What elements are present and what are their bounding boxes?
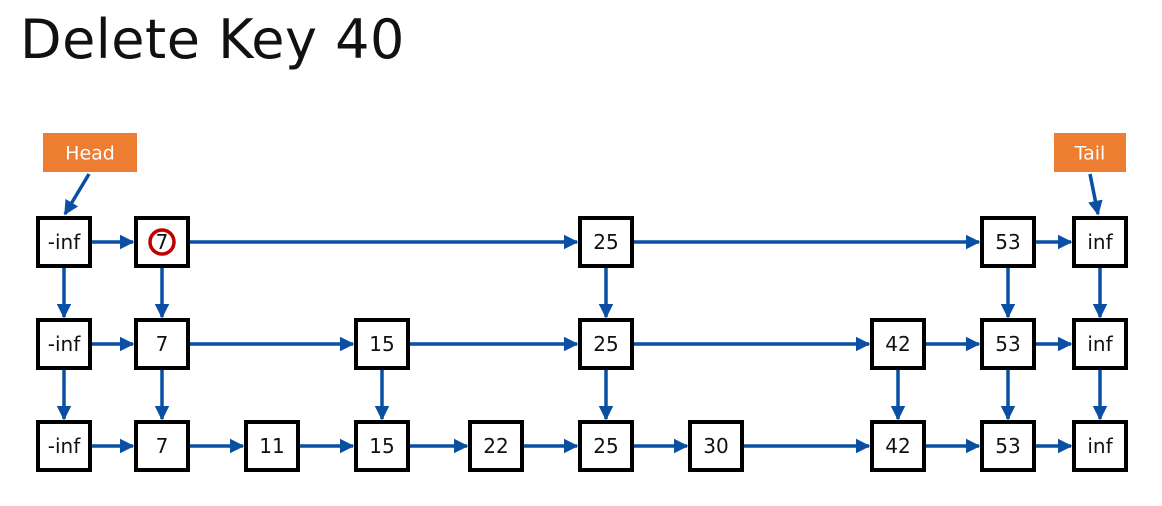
skip-list-node: 25 — [578, 420, 634, 472]
node-key: 11 — [259, 434, 284, 458]
node-key: 22 — [483, 434, 508, 458]
node-key: 7 — [156, 230, 169, 254]
skip-list-node: -inf — [36, 216, 92, 268]
skip-list-node: inf — [1072, 318, 1128, 370]
head-pointer — [63, 173, 91, 216]
skip-list-node: 53 — [980, 420, 1036, 472]
skip-list-node: -inf — [36, 420, 92, 472]
node-key: 25 — [593, 332, 618, 356]
node-key: 42 — [885, 332, 910, 356]
skip-list-node: 42 — [870, 420, 926, 472]
skip-list-node: 15 — [354, 420, 410, 472]
node-key: 25 — [593, 230, 618, 254]
node-key: 53 — [995, 434, 1020, 458]
skip-list-node: 7 — [134, 420, 190, 472]
node-key: -inf — [48, 434, 81, 458]
head-label-text: Head — [65, 143, 115, 165]
node-key: 25 — [593, 434, 618, 458]
skip-list-node: 15 — [354, 318, 410, 370]
skip-list-node: inf — [1072, 216, 1128, 268]
node-key: -inf — [48, 332, 81, 356]
tail-pointer — [1088, 173, 1103, 216]
skip-list-node: 30 — [688, 420, 744, 472]
slide-title: Delete Key 40 — [20, 8, 405, 71]
node-key: 53 — [995, 230, 1020, 254]
node-key: 7 — [156, 434, 169, 458]
skip-list-node: -inf — [36, 318, 92, 370]
skip-list-node: inf — [1072, 420, 1128, 472]
node-key: 15 — [369, 332, 394, 356]
skip-list-node: 7 — [134, 318, 190, 370]
head-label: Head — [43, 133, 137, 172]
highlight-circle — [148, 228, 176, 256]
skip-list-node: 53 — [980, 216, 1036, 268]
tail-label-text: Tail — [1074, 143, 1106, 165]
skip-list-node: 25 — [578, 318, 634, 370]
node-key: inf — [1087, 434, 1113, 458]
skip-list-node: 53 — [980, 318, 1036, 370]
tail-label: Tail — [1054, 133, 1126, 172]
node-key: inf — [1087, 230, 1113, 254]
skip-list-node: 22 — [468, 420, 524, 472]
node-key: inf — [1087, 332, 1113, 356]
node-key: -inf — [48, 230, 81, 254]
skip-list-node: 11 — [244, 420, 300, 472]
node-key: 7 — [156, 332, 169, 356]
skip-list-node: 25 — [578, 216, 634, 268]
node-key: 30 — [703, 434, 728, 458]
node-key: 42 — [885, 434, 910, 458]
node-key: 15 — [369, 434, 394, 458]
skip-list-node: 42 — [870, 318, 926, 370]
node-key: 53 — [995, 332, 1020, 356]
skip-list-node: 7 — [134, 216, 190, 268]
